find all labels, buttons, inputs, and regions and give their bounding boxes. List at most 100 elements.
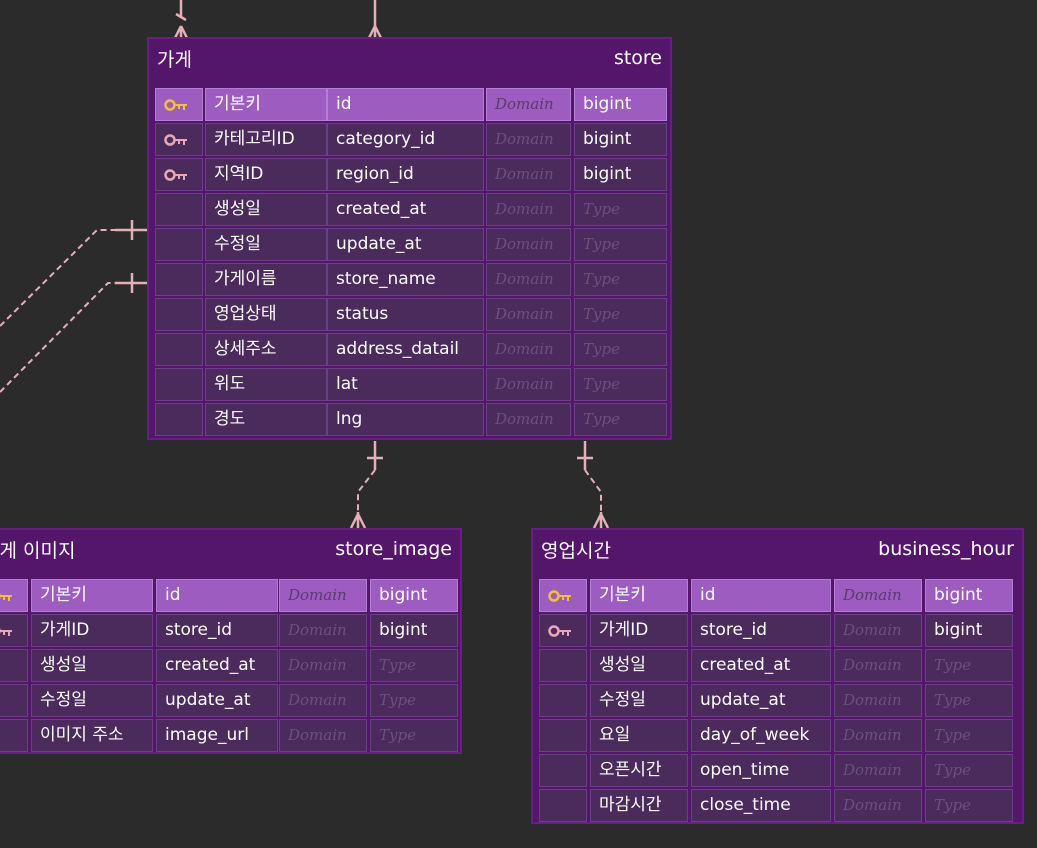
- type-cell[interactable]: bigint: [574, 123, 667, 156]
- type-cell[interactable]: Type: [574, 298, 667, 331]
- logical-name-cell[interactable]: 마감시간: [590, 789, 688, 822]
- domain-cell[interactable]: Domain: [834, 579, 922, 612]
- domain-cell[interactable]: Domain: [486, 193, 571, 226]
- physical-name-cell[interactable]: update_at: [156, 684, 278, 717]
- physical-name-cell[interactable]: category_id: [327, 123, 484, 156]
- physical-name-cell[interactable]: lng: [327, 403, 484, 436]
- logical-name-cell[interactable]: 가게이름: [205, 263, 327, 296]
- type-cell[interactable]: Type: [925, 684, 1013, 717]
- type-cell[interactable]: bigint: [370, 579, 458, 612]
- physical-name-cell[interactable]: store_id: [691, 614, 831, 647]
- domain-cell[interactable]: Domain: [834, 614, 922, 647]
- type-cell[interactable]: Type: [925, 649, 1013, 682]
- physical-name-cell[interactable]: update_at: [691, 684, 831, 717]
- physical-name-cell[interactable]: id: [156, 579, 278, 612]
- domain-cell[interactable]: Domain: [279, 719, 367, 752]
- domain-cell[interactable]: Domain: [279, 614, 367, 647]
- type-cell[interactable]: bigint: [370, 614, 458, 647]
- domain-cell[interactable]: Domain: [834, 789, 922, 822]
- domain-cell[interactable]: Domain: [486, 298, 571, 331]
- type-cell[interactable]: Type: [925, 719, 1013, 752]
- physical-name-cell[interactable]: status: [327, 298, 484, 331]
- type-cell[interactable]: Type: [925, 754, 1013, 787]
- logical-name-cell[interactable]: 오픈시간: [590, 754, 688, 787]
- logical-name-cell[interactable]: 카테고리ID: [205, 123, 327, 156]
- entity-header[interactable]: 가게 이미지 store_image: [0, 530, 460, 568]
- logical-name-cell[interactable]: 수정일: [590, 684, 688, 717]
- entity-header[interactable]: 가게 store: [149, 39, 670, 77]
- type-cell[interactable]: Type: [574, 193, 667, 226]
- logical-name-cell[interactable]: 생성일: [205, 193, 327, 226]
- domain-cell[interactable]: Domain: [486, 403, 571, 436]
- domain-cell[interactable]: Domain: [486, 263, 571, 296]
- physical-name-cell[interactable]: day_of_week: [691, 719, 831, 752]
- relationship-left-lower[interactable]: [0, 273, 148, 393]
- entity-store-image[interactable]: 가게 이미지 store_image 기본키idDomainbigint가게ID…: [0, 528, 462, 754]
- type-cell[interactable]: Type: [574, 228, 667, 261]
- domain-cell[interactable]: Domain: [834, 649, 922, 682]
- logical-name-cell[interactable]: 상세주소: [205, 333, 327, 366]
- type-cell[interactable]: bigint: [574, 88, 667, 121]
- logical-name-cell[interactable]: 수정일: [31, 684, 153, 717]
- domain-cell[interactable]: Domain: [486, 368, 571, 401]
- physical-name-cell[interactable]: id: [691, 579, 831, 612]
- type-cell[interactable]: Type: [574, 333, 667, 366]
- type-cell[interactable]: bigint: [925, 614, 1013, 647]
- domain-cell[interactable]: Domain: [486, 123, 571, 156]
- physical-name-cell[interactable]: region_id: [327, 158, 484, 191]
- logical-name-cell[interactable]: 지역ID: [205, 158, 327, 191]
- logical-name-cell[interactable]: 요일: [590, 719, 688, 752]
- type-cell[interactable]: Type: [925, 789, 1013, 822]
- physical-name-cell[interactable]: image_url: [156, 719, 278, 752]
- logical-name-cell[interactable]: 수정일: [205, 228, 327, 261]
- physical-name-cell[interactable]: open_time: [691, 754, 831, 787]
- domain-cell[interactable]: Domain: [486, 88, 571, 121]
- logical-name-cell[interactable]: 위도: [205, 368, 327, 401]
- physical-name-cell[interactable]: store_name: [327, 263, 484, 296]
- logical-name-cell[interactable]: 기본키: [205, 88, 327, 121]
- relationship-store-store-image[interactable]: [349, 441, 383, 529]
- physical-name-cell[interactable]: lat: [327, 368, 484, 401]
- type-cell[interactable]: bigint: [574, 158, 667, 191]
- physical-name-cell[interactable]: created_at: [691, 649, 831, 682]
- type-cell[interactable]: Type: [370, 719, 458, 752]
- domain-cell[interactable]: Domain: [834, 719, 922, 752]
- type-cell[interactable]: Type: [574, 263, 667, 296]
- logical-name-cell[interactable]: 경도: [205, 403, 327, 436]
- domain-cell[interactable]: Domain: [486, 333, 571, 366]
- entity-header[interactable]: 영업시간 business_hour: [533, 530, 1022, 568]
- type-cell[interactable]: Type: [370, 684, 458, 717]
- logical-name-cell[interactable]: 기본키: [590, 579, 688, 612]
- relationship-store-parent-left[interactable]: [172, 0, 190, 41]
- logical-name-cell[interactable]: 가게ID: [31, 614, 153, 647]
- domain-cell[interactable]: Domain: [834, 684, 922, 717]
- relationship-store-parent-right[interactable]: [366, 0, 384, 41]
- logical-name-cell[interactable]: 가게ID: [590, 614, 688, 647]
- domain-cell[interactable]: Domain: [834, 754, 922, 787]
- relationship-left-upper[interactable]: [0, 220, 148, 327]
- physical-name-cell[interactable]: id: [327, 88, 484, 121]
- type-cell[interactable]: bigint: [925, 579, 1013, 612]
- type-cell[interactable]: Type: [370, 649, 458, 682]
- domain-cell[interactable]: Domain: [279, 579, 367, 612]
- physical-name-cell[interactable]: created_at: [156, 649, 278, 682]
- domain-cell[interactable]: Domain: [279, 684, 367, 717]
- logical-name-cell[interactable]: 기본키: [31, 579, 153, 612]
- physical-name-cell[interactable]: update_at: [327, 228, 484, 261]
- domain-cell[interactable]: Domain: [279, 649, 367, 682]
- logical-name-cell[interactable]: 이미지 주소: [31, 719, 153, 752]
- physical-name-cell[interactable]: address_datail: [327, 333, 484, 366]
- type-cell[interactable]: Type: [574, 368, 667, 401]
- logical-name-cell[interactable]: 생성일: [590, 649, 688, 682]
- logical-name-cell[interactable]: 영업상태: [205, 298, 327, 331]
- physical-name-cell[interactable]: store_id: [156, 614, 278, 647]
- physical-name-cell[interactable]: close_time: [691, 789, 831, 822]
- relationship-store-business-hour[interactable]: [577, 441, 610, 529]
- domain-cell[interactable]: Domain: [486, 158, 571, 191]
- domain-cell[interactable]: Domain: [486, 228, 571, 261]
- logical-name-cell[interactable]: 생성일: [31, 649, 153, 682]
- type-cell[interactable]: Type: [574, 403, 667, 436]
